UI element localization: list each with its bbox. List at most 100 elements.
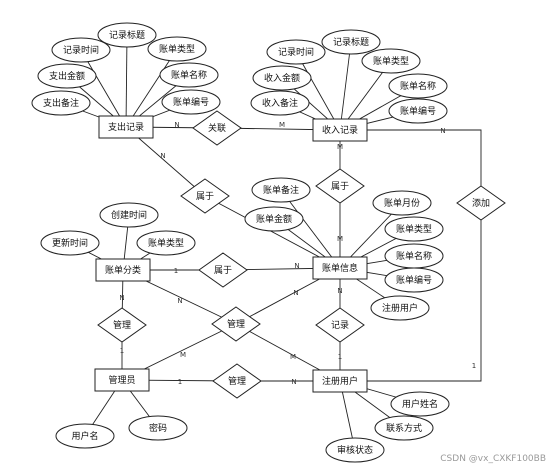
- relationship-label: 记录: [331, 320, 349, 331]
- entity-box: [95, 258, 151, 282]
- attribute-cat-updated: 更新时间: [40, 230, 100, 256]
- attribute-exp-bill-name: 账单名称: [159, 62, 219, 88]
- entity-income: 收入记录: [312, 118, 368, 142]
- entity-label: 管理员: [108, 374, 135, 386]
- attribute-label: 记录标题: [109, 29, 145, 41]
- relationship-diamond: [97, 307, 147, 343]
- attribute-ellipse: [361, 48, 421, 74]
- entity-box: [312, 369, 368, 393]
- attribute-exp-amount: 支出金额: [37, 63, 97, 89]
- relationship-diamond: [211, 306, 261, 342]
- cardinality-mark: N: [440, 127, 445, 135]
- attribute-label: 用户姓名: [402, 398, 438, 410]
- attribute-label: 联系方式: [386, 422, 422, 434]
- relationship-diamond: [315, 307, 365, 343]
- watermark-text: CSDN @vx_CXKF100BB: [440, 454, 546, 464]
- attribute-label: 账单类型: [159, 43, 195, 55]
- attribute-ellipse: [55, 423, 115, 449]
- entity-box: [312, 118, 368, 142]
- attribute-ellipse: [325, 437, 385, 463]
- attribute-user-name: 用户姓名: [390, 391, 450, 417]
- attribute-inc-note: 收入备注: [250, 90, 310, 116]
- cardinality-mark: N: [119, 294, 124, 302]
- attribute-info-note: 账单备注: [251, 177, 311, 203]
- relationship-diamond: [212, 363, 262, 399]
- relationship-diamond: [198, 252, 248, 288]
- attribute-label: 账单编号: [396, 274, 432, 286]
- attribute-label: 账单类型: [148, 237, 184, 249]
- relationship-rel-belong-category: 属于: [198, 252, 248, 288]
- attribute-label: 账单金额: [256, 213, 292, 225]
- relationship-label: 管理: [228, 375, 246, 387]
- attribute-label: 更新时间: [52, 237, 88, 249]
- attribute-label: 创建时间: [111, 209, 147, 221]
- attribute-link: [125, 34, 128, 128]
- relationship-label: 管理: [227, 318, 245, 330]
- attribute-link: [339, 41, 352, 131]
- attribute-label: 账单编号: [173, 96, 209, 108]
- attribute-ellipse: [388, 98, 448, 124]
- attribute-ellipse: [37, 63, 97, 89]
- relationship-label: 属于: [331, 181, 349, 192]
- attribute-admin-username: 用户名: [55, 423, 115, 449]
- attribute-ellipse: [244, 206, 304, 232]
- attribute-ellipse: [250, 90, 310, 116]
- entity-label: 收入记录: [322, 124, 358, 136]
- relationship-link: [340, 203, 482, 382]
- cardinality-mark: 1: [178, 378, 182, 386]
- attribute-ellipse: [390, 391, 450, 417]
- attribute-label: 收入备注: [262, 97, 298, 109]
- entity-box: [312, 256, 368, 280]
- attribute-ellipse: [51, 37, 111, 63]
- relationship-label: 添加: [472, 198, 490, 209]
- attribute-info-name: 账单名称: [384, 243, 444, 269]
- entity-label: 支出记录: [108, 121, 144, 133]
- entity-bill-info: 账单信息: [312, 256, 368, 280]
- attribute-link: [80, 49, 127, 128]
- cardinality-mark: M: [337, 143, 343, 151]
- relationship-rel-associate: 关联: [192, 110, 242, 146]
- relationship-rel-belong-info: 属于: [315, 168, 365, 204]
- attribute-label: 账单类型: [396, 223, 432, 235]
- attribute-label: 账单名称: [400, 80, 436, 92]
- attribute-ellipse: [31, 90, 91, 116]
- attribute-ellipse: [99, 202, 159, 228]
- attribute-label: 账单备注: [263, 184, 299, 196]
- attribute-ellipse: [388, 73, 448, 99]
- attribute-link: [125, 48, 178, 128]
- entity-label: 账单分类: [105, 264, 141, 276]
- attribute-exp-record-time: 记录时间: [51, 37, 111, 63]
- attribute-label: 账单类型: [373, 55, 409, 67]
- attribute-link: [280, 189, 341, 269]
- relationship-rel-belong-upper: 属于: [180, 178, 230, 214]
- attribute-label: 账单月份: [384, 197, 420, 209]
- attribute-label: 用户名: [71, 430, 98, 442]
- attribute-cat-type: 账单类型: [136, 230, 196, 256]
- attribute-exp-note: 支出备注: [31, 90, 91, 116]
- entity-bill-category: 账单分类: [95, 258, 151, 282]
- attribute-label: 支出备注: [43, 97, 79, 109]
- attribute-label: 记录时间: [278, 46, 314, 58]
- entity-user: 注册用户: [312, 369, 368, 393]
- entity-box: [98, 115, 154, 139]
- attribute-exp-bill-type: 账单类型: [147, 36, 207, 62]
- cardinality-mark: N: [291, 378, 296, 386]
- cardinality-mark: M: [290, 353, 296, 361]
- attribute-ellipse: [384, 216, 444, 242]
- attribute-info-no: 账单编号: [384, 267, 444, 293]
- entity-label: 注册用户: [322, 375, 358, 387]
- attribute-inc-record-time: 记录时间: [266, 39, 326, 65]
- relationship-diamond: [180, 178, 230, 214]
- cardinality-mark: N: [177, 297, 182, 305]
- diagram-nodes: 记录标题记录时间账单类型支出金额账单名称支出备注账单编号记录时间记录标题账单类型…: [31, 22, 506, 463]
- attribute-ellipse: [372, 190, 432, 216]
- attribute-ellipse: [97, 22, 157, 48]
- attribute-inc-record-title: 记录标题: [321, 29, 381, 55]
- relationship-label: 管理: [113, 319, 131, 331]
- attribute-admin-password: 密码: [128, 415, 188, 441]
- attribute-user-status: 审核状态: [325, 437, 385, 463]
- relationship-link: [204, 195, 341, 269]
- attribute-info-user: 注册用户: [370, 295, 430, 321]
- attribute-label: 支出金额: [49, 70, 85, 82]
